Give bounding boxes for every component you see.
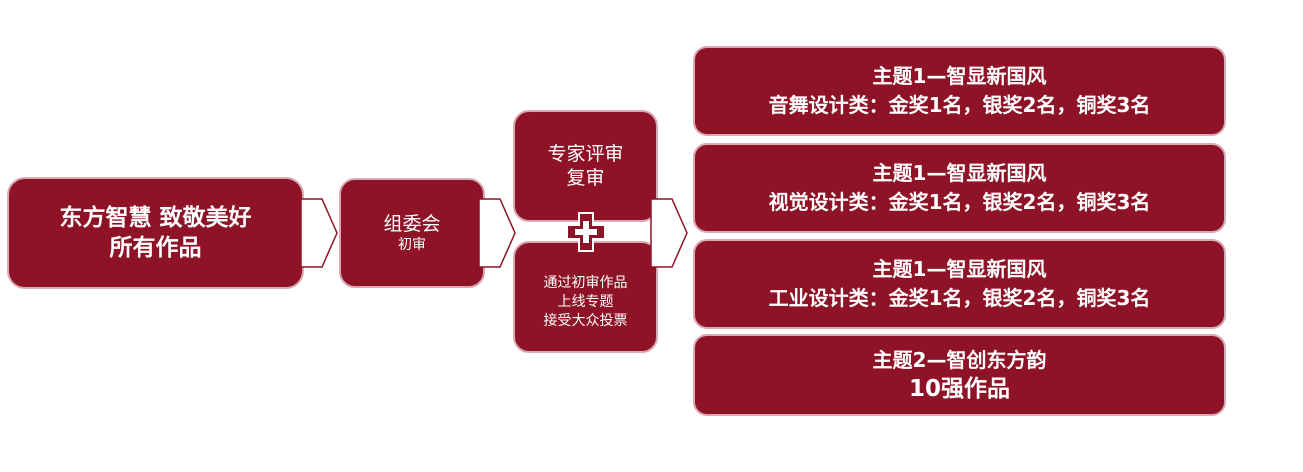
result-box-line1: 主题2—智创东方韵: [872, 348, 1047, 372]
committee-node-box: 组委会 初审: [339, 178, 485, 288]
public-vote-node-line3: 接受大众投票: [543, 312, 628, 329]
result-box-line1: 主题1—智显新国风: [872, 64, 1047, 88]
expert-review-node-line2: 复审: [566, 167, 605, 189]
start-node-line1: 东方智慧 致敬美好: [59, 205, 252, 231]
expert-review-node-box: 专家评审 复审: [513, 110, 658, 222]
plus-cross-icon: [566, 212, 606, 252]
public-vote-node-box: 通过初审作品 上线专题 接受大众投票: [513, 241, 658, 353]
chevron-arrow-right-icon: [300, 198, 338, 268]
result-box-top10: 主题2—智创东方韵 10强作品: [693, 334, 1226, 416]
result-box-visual: 主题1—智显新国风 视觉设计类：金奖1名，银奖2名，铜奖3名: [693, 143, 1226, 233]
result-box-line2: 音舞设计类：金奖1名，银奖2名，铜奖3名: [768, 93, 1151, 117]
result-box-line2: 工业设计类：金奖1名，银奖2名，铜奖3名: [768, 286, 1151, 310]
committee-node-line1: 组委会: [383, 213, 441, 235]
start-node-line2: 所有作品: [109, 235, 202, 261]
public-vote-node-line2: 上线专题: [557, 293, 614, 310]
start-node-box: 东方智慧 致敬美好 所有作品: [7, 177, 304, 289]
result-box-audio-dance: 主题1—智显新国风 音舞设计类：金奖1名，银奖2名，铜奖3名: [693, 46, 1226, 136]
chevron-arrow-right-icon: [650, 198, 688, 268]
expert-review-node-line1: 专家评审: [547, 143, 624, 165]
result-box-line2: 10强作品: [908, 376, 1010, 402]
result-box-line1: 主题1—智显新国风: [872, 161, 1047, 185]
result-box-line2: 视觉设计类：金奖1名，银奖2名，铜奖3名: [768, 190, 1151, 214]
committee-node-line2: 初审: [398, 237, 426, 253]
result-box-line1: 主题1—智显新国风: [872, 257, 1047, 281]
chevron-arrow-right-icon: [478, 198, 516, 268]
public-vote-node-line1: 通过初审作品: [543, 274, 628, 291]
result-box-industrial: 主题1—智显新国风 工业设计类：金奖1名，银奖2名，铜奖3名: [693, 239, 1226, 329]
